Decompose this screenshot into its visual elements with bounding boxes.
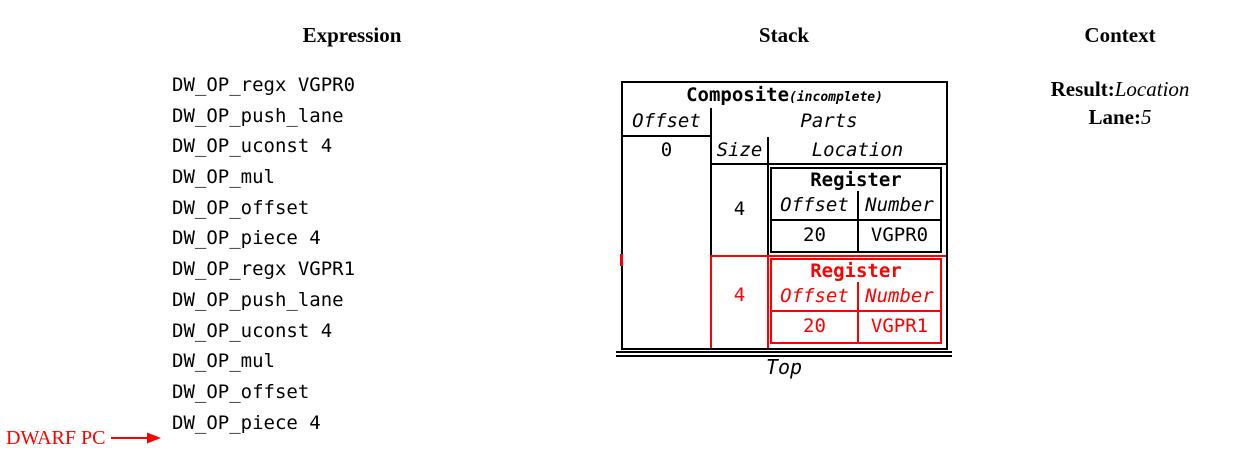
stack-base-rule <box>616 355 952 357</box>
expression-opcode: DW_OP_piece 4 <box>172 411 321 434</box>
dwarf-pc-label: DWARF PC <box>6 427 106 449</box>
register-table-vgpr0: Register Offset Number 20 VGPR0 <box>770 167 942 253</box>
size-location-divider-highlight <box>767 255 769 348</box>
register-offset-value: 20 <box>803 224 826 246</box>
expression-opcode: DW_OP_mul <box>172 350 275 373</box>
register-offset-header: Offset <box>780 194 849 216</box>
result-value: Location <box>1114 77 1190 101</box>
register-table-vgpr1: Register Offset Number 20 VGPR1 <box>770 258 942 344</box>
expression-column-title: Expression <box>302 23 402 47</box>
lane-label: Lane: <box>1088 105 1142 129</box>
register-header-underline <box>772 219 940 221</box>
expression-opcode: DW_OP_regx VGPR0 <box>172 74 356 96</box>
stack-top-label: Top <box>765 355 803 379</box>
register-column-divider <box>857 282 859 342</box>
stack-composite-table: Composite(incomplete) Offset Parts 0 Siz… <box>621 81 948 350</box>
location-column-header: Location <box>811 139 904 161</box>
offset-value: 0 <box>660 139 673 161</box>
composite-label: Composite <box>686 84 790 106</box>
offset-header-underline <box>623 135 712 137</box>
expression-opcode: DW_OP_uconst 4 <box>172 319 333 342</box>
expression-opcode: DW_OP_piece 4 <box>172 227 321 250</box>
size-location-header-underline <box>710 163 946 165</box>
expression-opcode: DW_OP_offset <box>172 380 310 403</box>
expression-opcode: DW_OP_regx VGPR1 <box>172 258 356 281</box>
expression-list: DW_OP_regx VGPR0 DW_OP_push_lane DW_OP_u… <box>172 70 355 438</box>
register-column-divider <box>857 191 859 251</box>
lane-value: 5 <box>1141 105 1152 129</box>
size-column-header: Size <box>716 139 763 161</box>
result-label: Result: <box>1050 77 1115 101</box>
parts-column-header: Parts <box>800 110 858 132</box>
stack-base-rule <box>616 351 952 353</box>
stack-column-title: Stack <box>758 23 810 47</box>
composite-incomplete-qualifier: (incomplete) <box>789 90 883 105</box>
offset-parts-divider <box>710 108 712 255</box>
expression-opcode: DW_OP_push_lane <box>172 104 344 127</box>
offset-column-header: Offset <box>632 110 701 132</box>
context-column-title: Context <box>1084 23 1156 47</box>
composite-header-row: Composite(incomplete) <box>623 83 946 108</box>
context-lane-line: Lane:5 <box>1020 105 1220 129</box>
register-number-value: VGPR0 <box>870 224 929 246</box>
expression-opcode: DW_OP_uconst 4 <box>172 135 333 158</box>
register-header-underline <box>772 310 940 312</box>
highlighted-part-top-border <box>710 255 946 257</box>
register-number-header: Number <box>865 285 934 307</box>
offset-parts-divider-highlight <box>710 255 712 348</box>
register-number-value: VGPR1 <box>870 315 929 337</box>
context-result-line: Result:Location <box>1020 77 1220 101</box>
dwarf-pc-arrow-icon <box>111 432 161 444</box>
expression-opcode: DW_OP_offset <box>172 196 310 219</box>
register-title: Register <box>810 260 902 282</box>
register-title: Register <box>810 169 902 191</box>
part-size-value-highlighted: 4 <box>733 284 746 306</box>
expression-opcode: DW_OP_mul <box>172 166 275 189</box>
register-number-header: Number <box>865 194 934 216</box>
highlight-tick-mark <box>620 254 623 266</box>
register-offset-header: Offset <box>780 285 849 307</box>
size-location-divider <box>767 137 769 255</box>
expression-opcode: DW_OP_push_lane <box>172 288 344 311</box>
part-size-value: 4 <box>733 198 746 220</box>
register-offset-value: 20 <box>803 315 826 337</box>
